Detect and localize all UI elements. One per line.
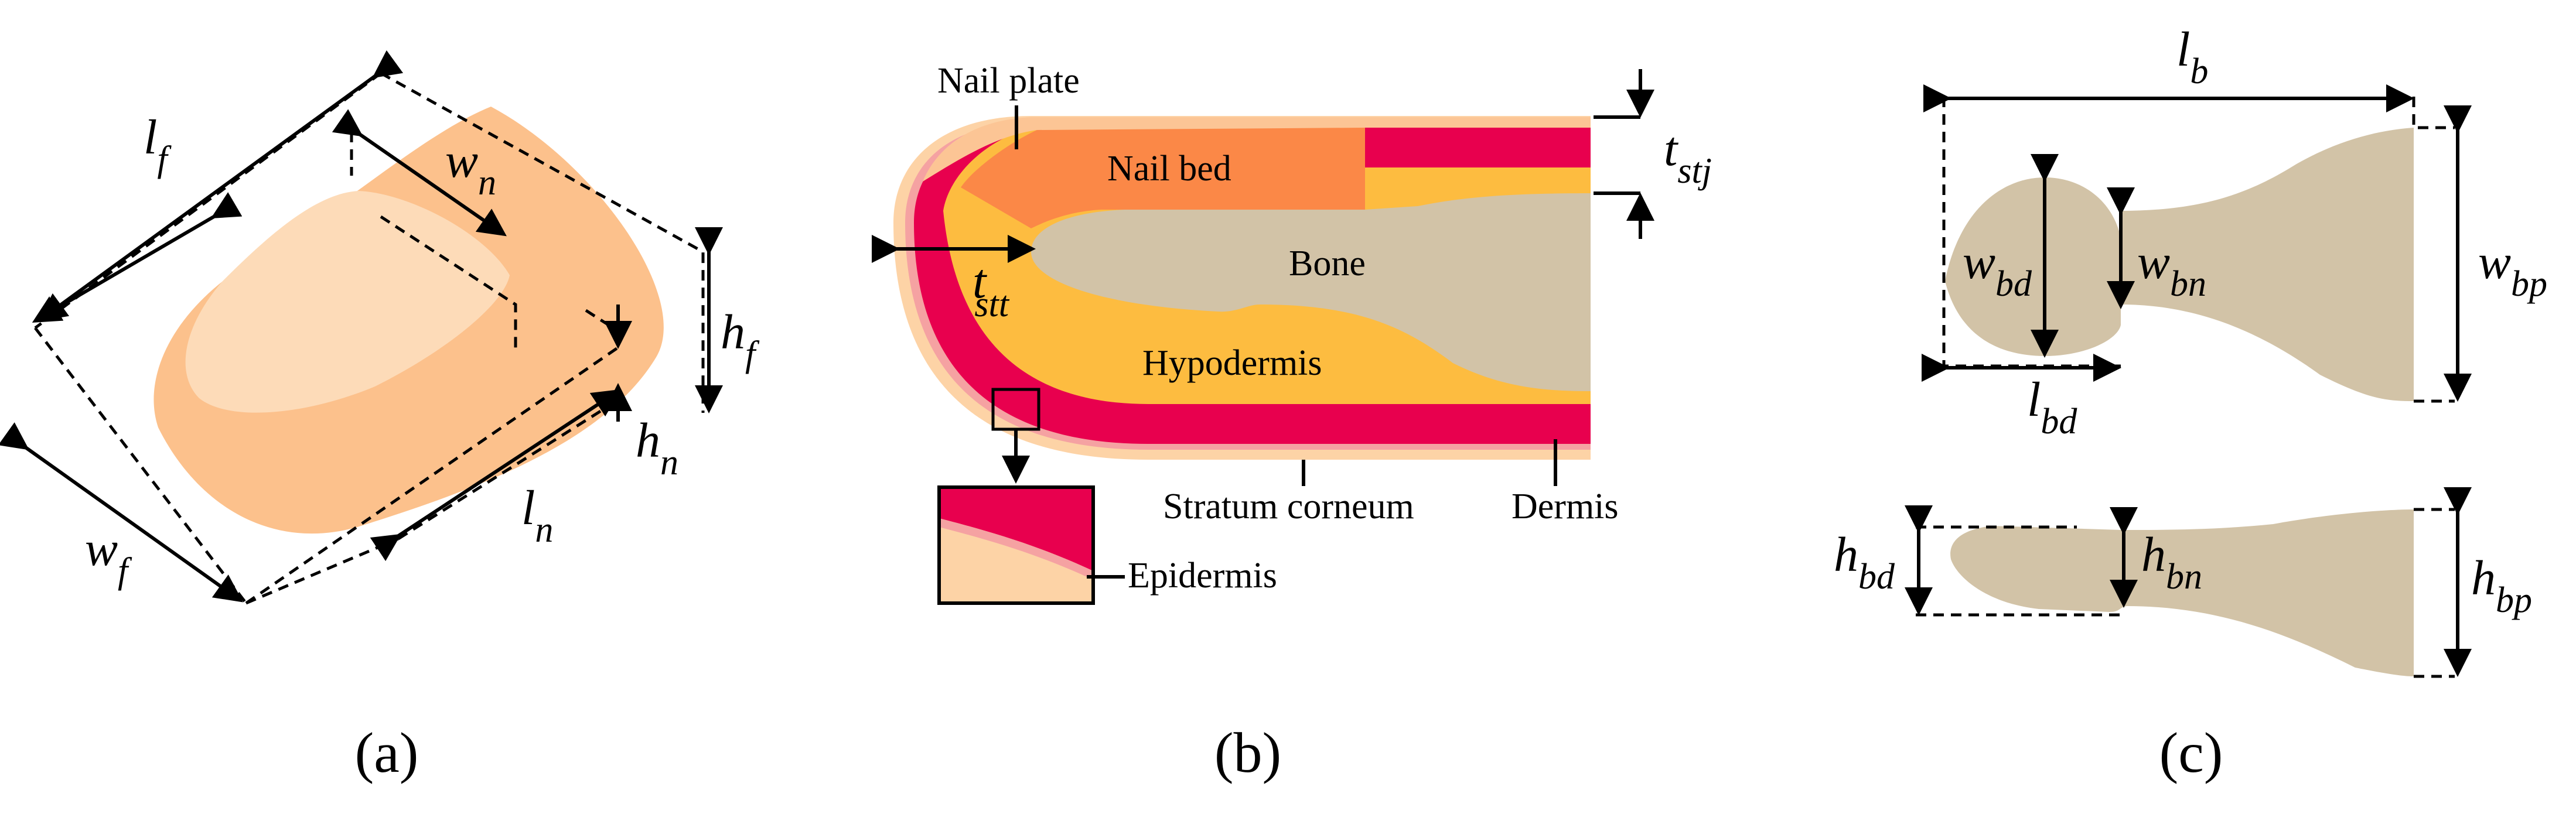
label-wn: wn [445,134,496,203]
label-hbn: hbn [2141,528,2202,597]
bone-top-view [1945,128,2414,401]
bone-side-view [1950,509,2414,676]
label-nail-plate: Nail plate [937,61,1080,101]
label-tstj: tstj [1664,122,1712,191]
label-nail-bed: Nail bed [1107,149,1231,189]
label-lf: lf [144,110,172,179]
label-dermis: Dermis [1512,487,1619,526]
label-hn: hn [636,413,678,483]
arrow-wf [0,422,243,603]
label-ln: ln [521,481,553,550]
label-hbp: hbp [2471,551,2532,620]
label-hf: hf [721,305,760,374]
caption-b: (b) [1214,721,1281,785]
layer-nail-bed [961,128,1365,228]
arrow-lf-main [38,50,404,321]
label-wbp: wbp [2478,235,2547,304]
arrow-ln [370,389,622,562]
label-tstt: tstt [973,254,1010,324]
inset-box [937,485,1125,605]
caption-a: (a) [355,721,419,785]
label-bone: Bone [1289,244,1366,283]
label-stratum-corneum: Stratum corneum [1163,487,1414,526]
leaders-b [1015,105,1557,486]
label-hypodermis: Hypodermis [1142,343,1322,383]
label-wf: wf [85,522,132,591]
label-wbd: wbd [1963,235,2032,304]
section-cut [1591,105,1661,468]
label-hbd: hbd [1834,528,1895,597]
caption-c: (c) [2159,721,2223,785]
label-lbd: lbd [2027,372,2077,442]
arrow-wn [332,109,507,237]
layer-bone [1031,193,1591,391]
panel-b: Nail plate Nail bed Bone Hypodermis Stra… [872,61,1712,785]
label-wbn: wbn [2137,235,2206,304]
label-lb: lb [2176,22,2208,91]
dermis-top-block [1365,128,1591,167]
label-epidermis: Epidermis [1128,556,1277,596]
panel-a: lf wn hf hn ln wf (a) [0,50,760,785]
panel-c: lb wbd wbn wbp lbd hbd hbn hbp (c) [1834,22,2547,785]
